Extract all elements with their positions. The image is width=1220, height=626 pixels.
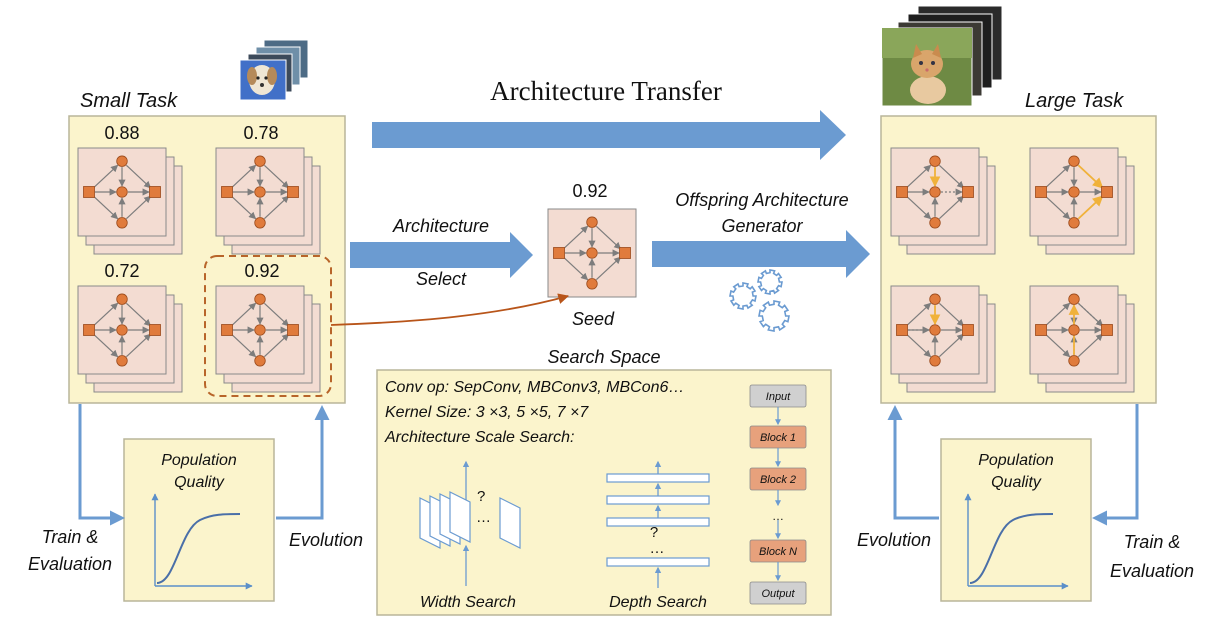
small-score-4: 0.92	[244, 261, 279, 281]
large-cell-3	[890, 285, 996, 393]
small-cell-1	[77, 147, 183, 255]
conv-op-line: Conv op: SepConv, MBConv3, MBCon6…	[385, 379, 684, 396]
right-evolution-arrow	[887, 405, 939, 520]
seed-curve-arrow	[330, 293, 570, 326]
right-train-line1: Train &	[1124, 532, 1181, 552]
generator-line2: Generator	[721, 216, 803, 236]
block-output	[749, 581, 807, 605]
small-cell-2	[215, 147, 321, 255]
width-search-label: Width Search	[420, 594, 516, 611]
left-quality-line1: Population	[161, 452, 237, 469]
large-cell-2	[1029, 147, 1135, 255]
block-label: Output	[761, 588, 795, 600]
small-task-image-stack	[239, 39, 309, 101]
kernel-size-line: Kernel Size: 3 ×3, 5 ×5, 7 ×7	[385, 404, 589, 421]
small-cell-3	[77, 285, 183, 393]
generator-line1: Offspring Architecture	[675, 190, 848, 210]
left-train-arrow	[78, 404, 125, 526]
large-task-image-stack	[881, 5, 1003, 107]
small-task-label: Small Task	[80, 90, 178, 112]
right-train-line2: Evaluation	[1110, 561, 1194, 581]
search-space-title: Search Space	[547, 347, 660, 367]
gears-icon	[729, 269, 790, 332]
left-quality-line2: Quality	[174, 474, 225, 491]
depth-search-label: Depth Search	[609, 594, 707, 611]
large-cell-1	[890, 147, 996, 255]
width-search-graphic	[419, 460, 521, 586]
generator-arrow	[652, 230, 870, 278]
small-score-1: 0.88	[104, 123, 139, 143]
width-question: ?	[477, 488, 485, 505]
depth-search-graphic	[606, 460, 710, 588]
transfer-arrow	[372, 110, 846, 160]
depth-layer-4	[606, 557, 710, 567]
small-score-2: 0.78	[243, 123, 278, 143]
left-quality-curve	[151, 493, 253, 590]
scale-search-line: Architecture Scale Search:	[384, 429, 574, 446]
seed-cell	[547, 208, 637, 298]
select-arrow	[350, 232, 533, 278]
selected-architecture-box	[204, 255, 332, 397]
seed-score: 0.92	[572, 181, 607, 201]
search-space-panel	[376, 369, 832, 616]
large-cell-4	[1029, 285, 1135, 393]
left-train-line2: Evaluation	[28, 554, 112, 574]
block-ellipsis: …	[772, 509, 784, 523]
small-score-3: 0.72	[104, 261, 139, 281]
right-train-arrow	[1092, 404, 1139, 526]
width-ellipsis: …	[476, 509, 491, 526]
block-label: Block 2	[760, 474, 796, 486]
right-quality-panel	[940, 438, 1092, 602]
architecture-transfer-title: Architecture Transfer	[490, 76, 722, 106]
depth-layer-2	[606, 495, 710, 505]
depth-layer-1	[606, 473, 710, 483]
architecture-select-top: Architecture	[392, 216, 489, 236]
right-evolution-label: Evolution	[857, 530, 931, 550]
right-quality-line2: Quality	[991, 474, 1042, 491]
architecture-select-bottom: Select	[416, 269, 467, 289]
seed-label: Seed	[572, 309, 615, 329]
depth-question: ?	[650, 524, 658, 541]
small-cell-4	[215, 285, 321, 393]
block-label: Block 1	[760, 432, 796, 444]
left-evolution-arrow	[276, 405, 330, 520]
left-train-line1: Train &	[42, 527, 99, 547]
large-task-label: Large Task	[1025, 90, 1124, 112]
block-label: Input	[766, 391, 791, 403]
right-quality-curve	[964, 493, 1069, 590]
right-quality-line1: Population	[978, 452, 1054, 469]
block-label: Block N	[759, 546, 797, 558]
depth-ellipsis: …	[650, 540, 665, 557]
left-evolution-label: Evolution	[289, 530, 363, 550]
